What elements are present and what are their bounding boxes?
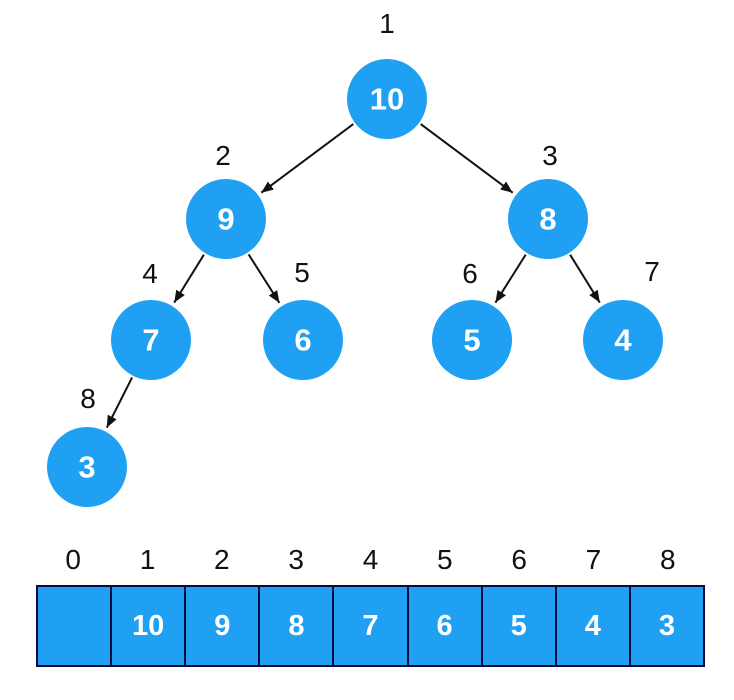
- edge-10-8: [420, 123, 514, 194]
- tree-node: 4: [583, 300, 663, 380]
- tree-node-value: 7: [142, 323, 159, 358]
- array-index-label: 8: [660, 544, 676, 575]
- tree-node: 7: [111, 300, 191, 380]
- tree-node-circle: [47, 427, 127, 507]
- array-cell: 6: [408, 587, 483, 665]
- edge-8-4: [569, 254, 601, 304]
- tree-node-circle: [263, 300, 343, 380]
- tree-node-value: 4: [614, 323, 632, 358]
- binary-tree-diagram: 1 2 3 4 5 6 7 8 10 9 8 7 6 5: [47, 8, 663, 507]
- tree-node: 3: [47, 427, 127, 507]
- tree-node: 6: [263, 300, 343, 380]
- tree-node-circle: [432, 300, 512, 380]
- array-cell: 8: [260, 587, 335, 665]
- node-index-label: 4: [142, 258, 158, 289]
- tree-node-circle: [186, 179, 266, 259]
- node-index-label: 8: [80, 383, 96, 414]
- node-index-label: 5: [294, 257, 310, 288]
- tree-node: 10: [347, 59, 427, 139]
- array-index-row: 0 1 2 3 4 5 6 7 8: [36, 543, 705, 577]
- edge-9-7: [173, 254, 205, 304]
- tree-node-circle: [111, 300, 191, 380]
- array-cell: 7: [334, 587, 409, 665]
- array-index-label: 7: [585, 544, 602, 575]
- tree-node-value: 3: [78, 450, 95, 485]
- tree-node-circle: [583, 300, 663, 380]
- node-index-label: 6: [462, 258, 478, 289]
- edge-8-5: [494, 254, 527, 304]
- tree-node-value: 5: [463, 323, 480, 358]
- tree-node-circle: [508, 179, 588, 259]
- tree-node: 5: [432, 300, 512, 380]
- edge-10-9: [260, 123, 354, 194]
- edge-7-3: [105, 377, 133, 429]
- tree-node: 8: [508, 179, 588, 259]
- array-index-label: 6: [511, 544, 527, 575]
- array-cell: 5: [482, 587, 557, 665]
- node-index-label: 1: [379, 8, 395, 39]
- tree-node: 9: [186, 179, 266, 259]
- array-cell: 9: [186, 587, 261, 665]
- array-representation: 10 9 8 7 6 5 4 3: [36, 585, 705, 667]
- array-cell: 3: [630, 587, 703, 665]
- node-index-label: 7: [644, 256, 660, 287]
- array-index-label: 4: [362, 544, 379, 575]
- tree-node-circle: [347, 59, 427, 139]
- edge-9-6: [247, 253, 281, 304]
- array-cell: 4: [556, 587, 631, 665]
- array-index-label: 1: [139, 544, 156, 575]
- node-index-label: 3: [542, 140, 558, 171]
- tree-node-value: 6: [294, 323, 311, 358]
- tree-node-value: 10: [370, 82, 404, 117]
- tree-node-value: 9: [217, 202, 234, 237]
- array-index-label: 5: [437, 544, 453, 575]
- array-cell: 10: [112, 587, 187, 665]
- array-index-label: 2: [214, 544, 230, 575]
- tree-node-value: 8: [539, 202, 556, 237]
- node-index-label: 2: [215, 140, 231, 171]
- array-cell: [38, 587, 113, 665]
- array-index-label: 0: [65, 544, 81, 575]
- array-index-label: 3: [288, 544, 304, 575]
